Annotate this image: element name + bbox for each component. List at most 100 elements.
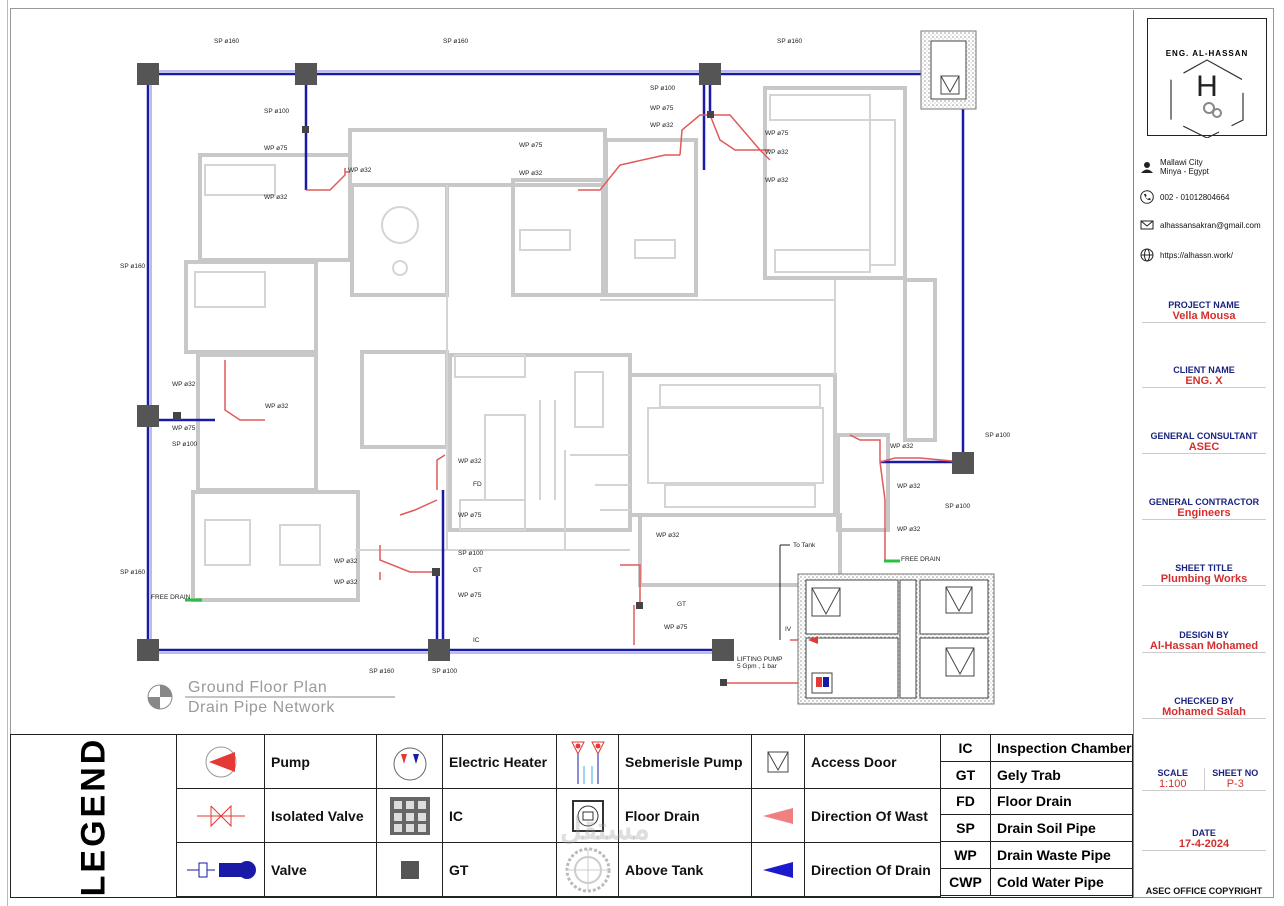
abbreviation-meaning: Gely Trab [991, 762, 1133, 789]
consultant-value: ASEC [1188, 441, 1220, 453]
sheet-title-label: SHEET TITLE [1175, 563, 1233, 573]
sheet-no-value: P-3 [1226, 778, 1244, 790]
abbreviation-meaning: Cold Water Pipe [991, 869, 1133, 896]
label-gt: GT [677, 601, 686, 608]
client-name-label: CLIENT NAME [1173, 365, 1235, 375]
abbreviation-code: CWP [941, 869, 991, 896]
label-wp32: WP ø32 [897, 483, 921, 490]
abbreviation-code: SP [941, 815, 991, 843]
wall-stair-right [903, 278, 937, 442]
title-block: ENG. AL-HASSAN H Mallawi City Minya - Eg… [1133, 10, 1273, 898]
scale-value: 1:100 [1158, 778, 1187, 790]
above-tank-icon [565, 847, 610, 892]
wall-room-bedroom-2 [184, 260, 318, 354]
svg-text:H: H [1196, 70, 1218, 103]
consultant-field: GENERAL CONSULTANT ASEC [1142, 431, 1266, 454]
label-wp32: WP ø32 [334, 579, 358, 586]
label-wp32: WP ø32 [348, 167, 372, 174]
drain-direction-arrow-icon [763, 861, 793, 878]
plan-title: Ground Floor Plan [188, 679, 328, 696]
electric-heater-icon [393, 747, 426, 780]
legend-access-door-label: Access Door [805, 735, 941, 789]
underground-tank [797, 573, 995, 705]
legend-pump-symbol [177, 735, 265, 789]
scale-sheet-row: SCALE 1:100 SHEET NO P-3 [1142, 768, 1266, 791]
label-wp75: WP ø75 [458, 592, 482, 599]
date-value: 17-4-2024 [1178, 838, 1230, 850]
floor-drain-icon [571, 799, 604, 832]
design-by-field: DESIGN BY Al-Hassan Mohamed [1142, 630, 1266, 653]
column [295, 63, 317, 85]
legend-floor-drain-label: Floor Drain [619, 789, 752, 843]
contact-website: https://alhassn.work/ [1140, 248, 1233, 262]
legend-gt-label: GT [443, 843, 557, 897]
legend-title-cell: LEGEND [11, 735, 177, 897]
legend: LEGEND Pump Isolated Valve Valve Electri… [10, 734, 1133, 898]
label-wp32: WP ø32 [264, 194, 288, 201]
legend-access-door-symbol [752, 735, 805, 789]
wall-room-kitchen [511, 178, 605, 297]
isolated-valve-icon [196, 804, 245, 827]
checked-by-value: Mohamed Salah [1162, 706, 1246, 718]
legend-valve-symbol [177, 843, 265, 897]
sheet-no-label: SHEET NO [1212, 768, 1259, 778]
label-ic: IC [473, 637, 480, 644]
website-link[interactable]: https://alhassn.work/ [1160, 250, 1233, 260]
abbreviation-meaning: Floor Drain [991, 789, 1133, 816]
date-field: DATE 17-4-2024 [1142, 828, 1266, 851]
wall-room-majlis [350, 183, 449, 297]
legend-floor-drain-symbol [557, 789, 619, 843]
watermark: مستقل [560, 813, 650, 846]
pump-icon [205, 746, 236, 777]
label-wp75: WP ø75 [765, 130, 789, 137]
sheet-left-margin [0, 0, 8, 906]
wall-room-bath [196, 353, 318, 492]
label-sp160: SP ø160 [214, 38, 240, 45]
label-wp32: WP ø32 [765, 149, 789, 156]
phone-icon [1140, 190, 1154, 204]
abbreviation-meaning: Drain Waste Pipe [991, 842, 1133, 869]
legend-ic-label: IC [443, 789, 557, 843]
column [137, 639, 159, 661]
column [137, 63, 159, 85]
main-drain-loop-light [148, 70, 940, 654]
building-walls [184, 86, 937, 602]
label-free-drain: FREE DRAIN [151, 594, 191, 601]
email-address[interactable]: alhassansakran@gmail.com [1160, 220, 1261, 230]
company-logo: ENG. AL-HASSAN H [1147, 18, 1267, 138]
structural-columns [137, 63, 974, 661]
label-free-drain: FREE DRAIN [901, 556, 941, 563]
abbreviation-code: WP [941, 842, 991, 869]
label-lifting-pump: LIFTING PUMP [737, 656, 783, 663]
label-wp32: WP ø32 [172, 381, 196, 388]
label-sp100: SP ø100 [945, 503, 971, 510]
column [428, 639, 450, 661]
label-wp32: WP ø32 [656, 532, 680, 539]
contractor-label: GENERAL CONTRACTOR [1148, 497, 1260, 507]
label-wp75: WP ø75 [650, 105, 674, 112]
legend-valve-label: Valve [265, 843, 377, 897]
wall-room-reception-1 [763, 86, 907, 280]
legend-direction-drain-label: Direction Of Drain [805, 843, 941, 897]
gely-trap-icon [400, 860, 419, 879]
legend-submersible-pump-symbol [557, 735, 619, 789]
label-wp32: WP ø32 [897, 526, 921, 533]
location-icon [1140, 160, 1154, 174]
submersible-pump-icon [570, 741, 605, 784]
label-sp160: SP ø160 [443, 38, 469, 45]
valve-icon [186, 860, 256, 879]
wall-room-office [360, 350, 449, 449]
label-gt: GT [473, 567, 482, 574]
design-by-value: Al-Hassan Mohamed [1149, 640, 1259, 652]
label-wp32: WP ø32 [334, 558, 358, 565]
label-sp160: SP ø160 [120, 569, 146, 576]
legend-isolated-valve-label: Isolated Valve [265, 789, 377, 843]
address-line-1: Mallawi City [1160, 158, 1203, 167]
label-wp32: WP ø32 [890, 443, 914, 450]
sheet-title-value: Plumbing Works [1160, 573, 1248, 585]
checked-by-field: CHECKED BY Mohamed Salah [1142, 696, 1266, 719]
waste-direction-arrow-icon [763, 807, 793, 824]
column [712, 639, 734, 661]
sheet-no-field: SHEET NO P-3 [1203, 768, 1267, 790]
sheet-title-field: SHEET TITLE Plumbing Works [1142, 563, 1266, 586]
